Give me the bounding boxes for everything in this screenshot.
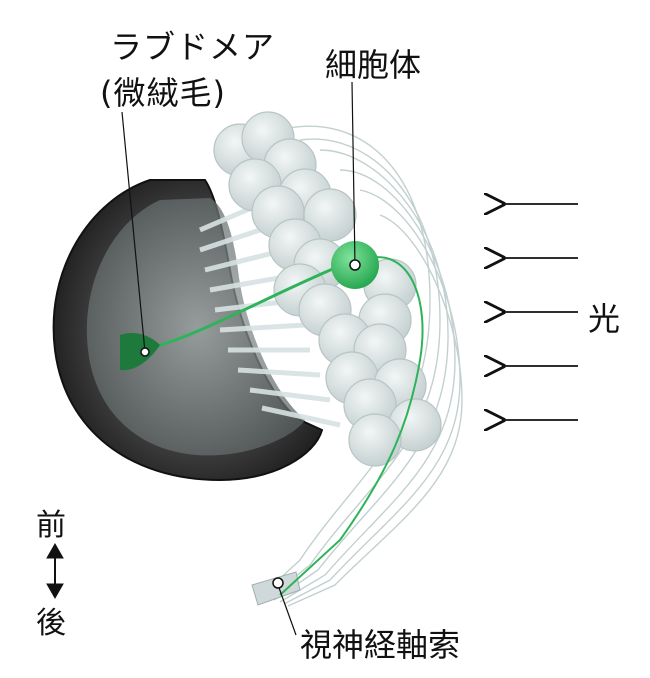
cell-body-label: 細胞体 [325,46,422,84]
optic-nerve-axon-label: 視神経軸索 [300,626,461,664]
cell-bodies [213,111,442,467]
light-label: 光 [588,300,621,338]
cell-body-marker [349,259,361,271]
orientation-arrow [46,542,64,600]
leader-lines [121,81,356,636]
anterior-label: 前 [36,508,66,543]
posterior-label: 後 [36,606,66,641]
axon-marker [272,577,284,589]
rhabdome-label-line2: (微絨毛) [100,74,226,112]
rhabdome-marker [140,347,150,357]
axon-tip [251,571,301,606]
light-arrows [502,204,578,420]
rhabdome-label-line1: ラブドメア [110,28,276,66]
highlighted-photoreceptor [120,241,424,596]
